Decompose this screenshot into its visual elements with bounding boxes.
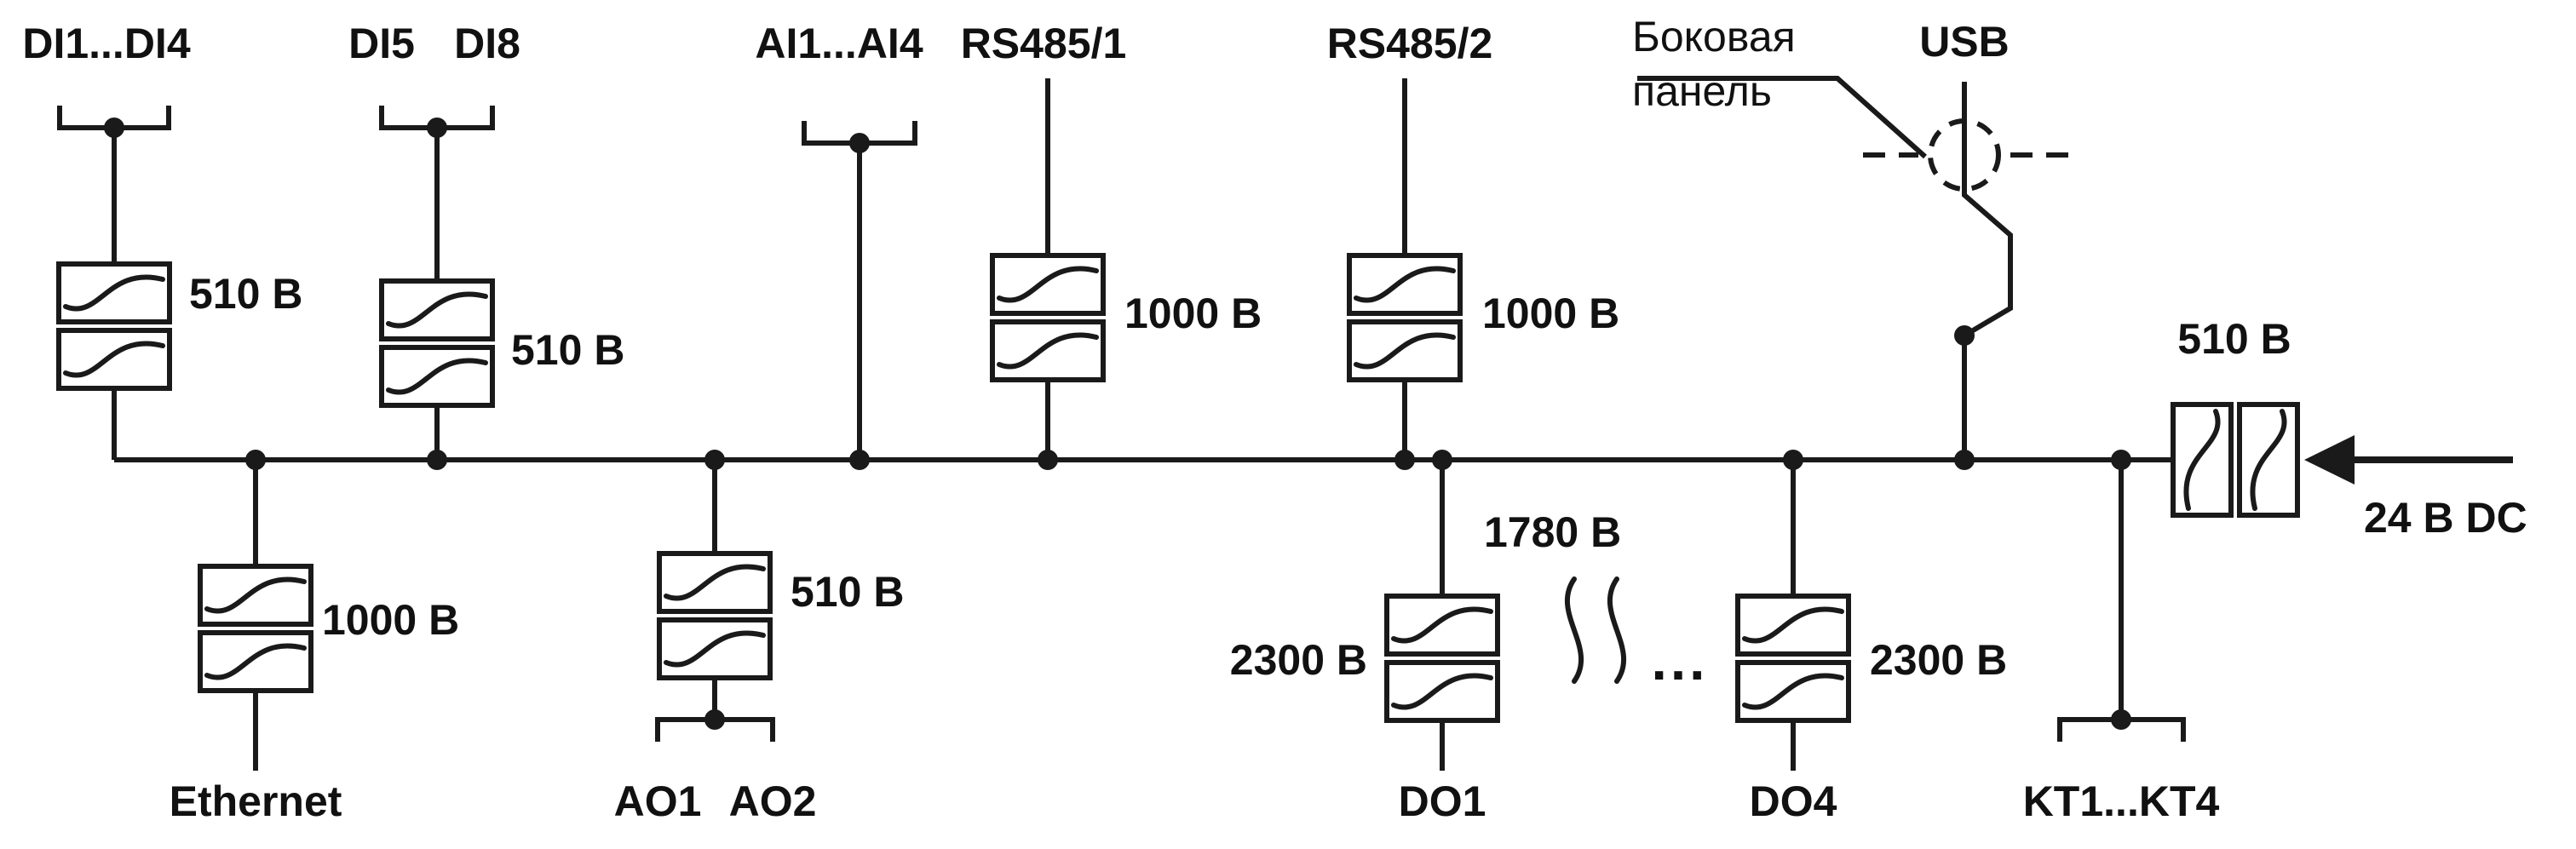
isolation-barrier-ethernet [200, 566, 311, 691]
power-input-arrow-icon [2304, 435, 2355, 485]
do-ellipsis: ... [1651, 628, 1708, 691]
label-ao2: AO2 [729, 777, 817, 825]
junction-dot [704, 450, 725, 470]
isolation-barrier-rs485-2 [1349, 255, 1460, 380]
junction-dot [1432, 450, 1452, 470]
do-between-isolation-squiggle [1564, 577, 1627, 684]
isolation-value-do-between: 1780 В [1484, 508, 1621, 556]
junction-dot [849, 450, 870, 470]
junction-dot [704, 709, 725, 730]
label-side-panel-line2: панель [1632, 67, 1772, 115]
isolation-value-rs485-2: 1000 В [1482, 290, 1619, 337]
usb-branch [1962, 82, 2013, 460]
isolation-barrier-di5-di8 [382, 281, 492, 405]
junction-dot [1394, 450, 1415, 470]
junction-dot [1038, 450, 1058, 470]
isolation-value-rs485-1: 1000 В [1124, 290, 1262, 337]
label-do1: DO1 [1399, 777, 1486, 825]
junction-dot [1954, 325, 1975, 346]
label-di5: DI5 [348, 20, 415, 67]
usb-connector-dashed-circle [1928, 118, 2001, 192]
label-rs485-1: RS485/1 [961, 20, 1127, 67]
junction-dot [849, 133, 870, 153]
junction-dots [104, 118, 2131, 730]
label-kt1-kt4: KT1...KT4 [2023, 777, 2220, 825]
label-side-panel-line1: Боковая [1632, 13, 1796, 60]
isolation-value-di1-di4: 510 В [189, 270, 302, 318]
isolation-value-ethernet: 1000 В [322, 596, 459, 644]
ai1-ai4-branch [802, 121, 917, 460]
junction-dot [2111, 709, 2131, 730]
junction-dot [427, 450, 447, 470]
isolation-barrier-power [2173, 404, 2297, 515]
label-di8: DI8 [454, 20, 520, 67]
junction-dot [427, 118, 447, 138]
side-panel-callout-line [1637, 76, 1927, 159]
label-do4: DO4 [1750, 777, 1837, 825]
junction-dot [104, 118, 124, 138]
isolation-barrier-rs485-1 [992, 255, 1103, 380]
isolation-barrier-do4 [1738, 596, 1849, 720]
isolation-value-ao: 510 В [791, 568, 904, 616]
label-power-24vdc: 24 В DC [2364, 494, 2527, 542]
label-rs485-2: RS485/2 [1327, 20, 1493, 67]
isolation-barrier-ao [659, 554, 770, 678]
label-ao1: AO1 [614, 777, 702, 825]
kt-branch [2057, 460, 2186, 742]
junction-dot [245, 450, 266, 470]
isolation-value-di5-di8: 510 В [511, 326, 624, 374]
label-ethernet: Ethernet [170, 777, 342, 825]
isolation-value-do1: 2300 В [1230, 636, 1367, 684]
junction-dot [1783, 450, 1803, 470]
label-usb: USB [1919, 18, 2010, 66]
junction-dot [1954, 450, 1975, 470]
isolation-barrier-do1 [1387, 596, 1498, 720]
label-di1-di4: DI1...DI4 [22, 20, 190, 67]
junction-dot [2111, 450, 2131, 470]
label-ai1-ai4: AI1...AI4 [755, 20, 923, 67]
isolation-value-do4: 2300 В [1870, 636, 2007, 684]
isolation-barrier-di1-di4 [59, 264, 170, 388]
isolation-value-power: 510 В [2177, 315, 2291, 363]
